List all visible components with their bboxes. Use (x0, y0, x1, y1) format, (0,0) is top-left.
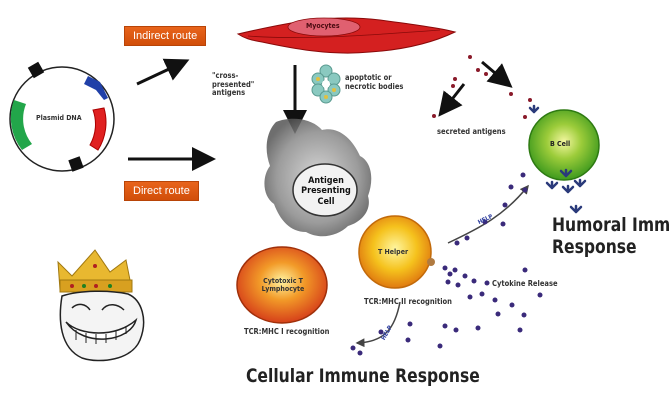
cytotoxic-t-lymphocyte (236, 246, 328, 324)
apc-label: Antigen Presenting Cell (301, 176, 351, 207)
b-cell (528, 109, 600, 181)
humoral-heading-line2: Response (552, 236, 637, 258)
myocytes-label: Myocytes (306, 22, 340, 30)
ctl-label: Cytotoxic T Lymphocyte (261, 277, 305, 294)
apoptotic-bodies-icon (311, 64, 341, 104)
tcr-mhc2-label: TCR:MHC II recognition (364, 297, 452, 306)
humoral-heading-line1: Humoral Immune (552, 214, 670, 236)
cross-presented-label: "cross-presented" antigens (212, 71, 255, 98)
plasmid-green-segment (10, 100, 33, 150)
myocytes (236, 17, 457, 54)
humoral-response-heading: Humoral Immune Response (552, 214, 670, 258)
plasmid-red-segment (89, 107, 107, 151)
cellular-response-heading: Cellular Immune Response (246, 365, 480, 387)
help-arrow-cellular (355, 301, 401, 348)
plasmid-dna (9, 61, 115, 172)
t-helper-label: T Helper (378, 248, 409, 256)
indirect-arrow (136, 58, 190, 86)
antibody-icons (528, 104, 587, 214)
indirect-route-label: Indirect route (124, 26, 207, 46)
antigen-presenting-cell (264, 118, 372, 237)
cytokine-dots (350, 172, 543, 356)
b-cell-label: B Cell (550, 140, 571, 148)
secreted-arrow-2 (481, 60, 513, 88)
antigen-dots (432, 55, 532, 119)
troll-face-crown-icon (57, 249, 145, 362)
tcr-mhc1-label: TCR:MHC I recognition (244, 327, 330, 336)
secreted-antigens-label: secreted antigens (437, 127, 506, 136)
cytokine-release-label: Cytokine Release (492, 279, 558, 288)
help-arrow-humoral (447, 184, 529, 244)
apoptotic-label: apoptotic or necrotic bodies (345, 73, 404, 91)
plasmid-black-block (27, 61, 45, 79)
plasmid-blue-segment (84, 76, 108, 100)
t-helper-cell (358, 215, 435, 289)
plasmid-black-block (68, 156, 84, 172)
direct-route-label: Direct route (124, 181, 199, 201)
plasmid-label: Plasmid DNA (36, 114, 82, 122)
secreted-arrow-1 (438, 83, 466, 117)
